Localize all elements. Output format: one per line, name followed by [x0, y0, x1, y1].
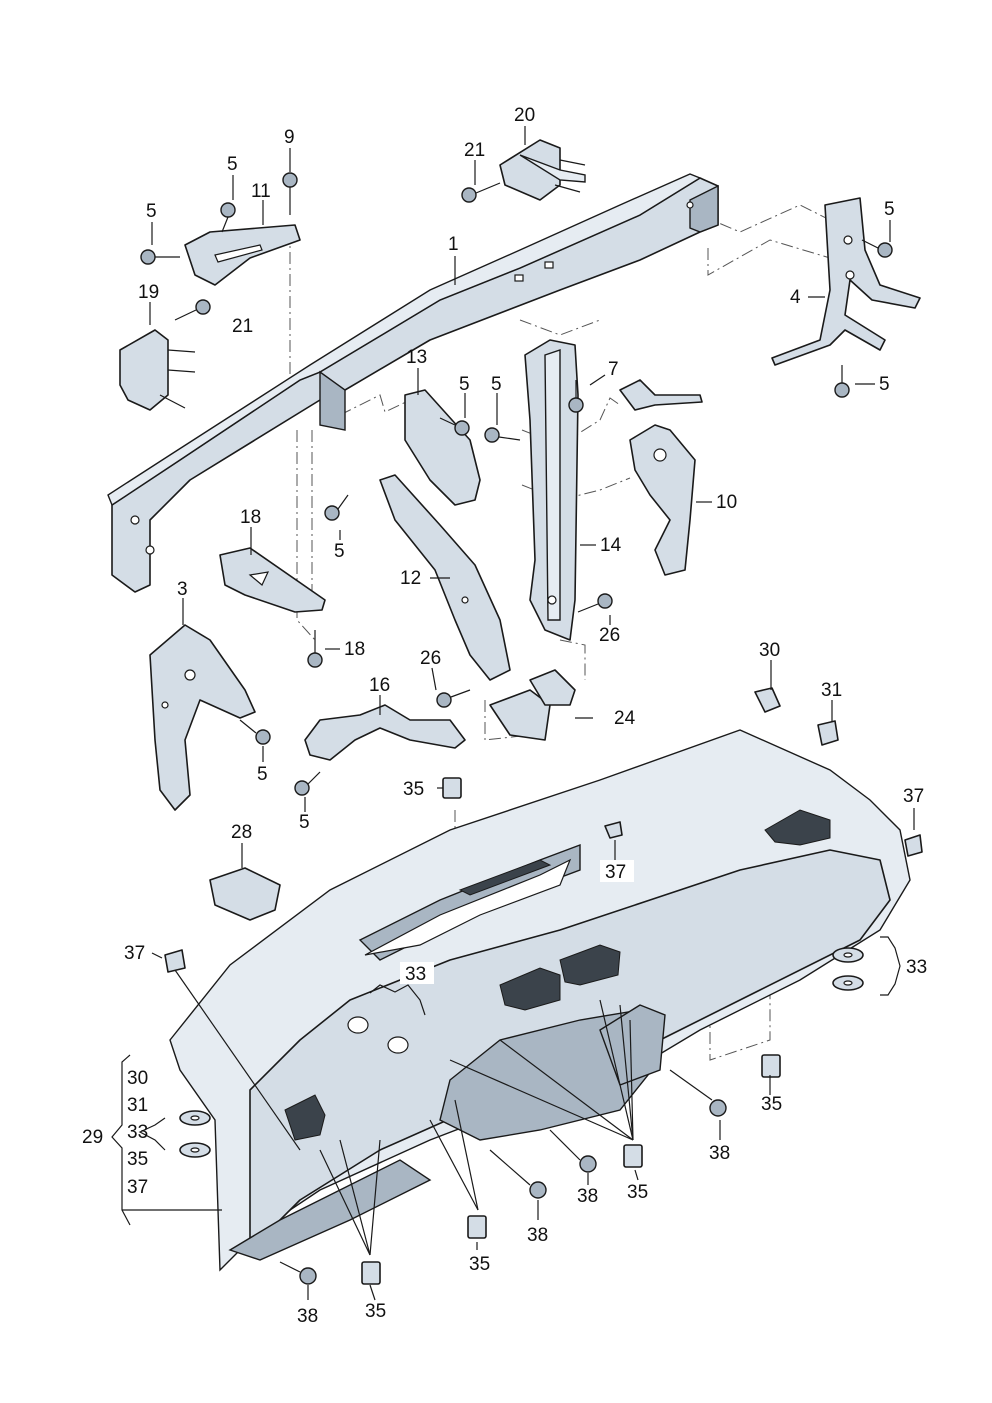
bolt-5-e: [439, 417, 470, 436]
callout-4: 4: [790, 287, 801, 308]
callout-9: 9: [284, 127, 295, 148]
clip-glyphs: [164, 777, 923, 1285]
part-24-bracket: [489, 669, 576, 741]
group29-item-35: 35: [127, 1149, 148, 1170]
callout-1: 1: [448, 234, 459, 255]
bolt-5-a: [140, 249, 180, 265]
part-11-bracket: [184, 224, 301, 286]
group29-item-37: 37: [127, 1177, 148, 1198]
bolt-5-f: [484, 427, 521, 443]
callout-10: 10: [716, 492, 737, 513]
callout-35-e: 35: [365, 1301, 386, 1322]
screw-38-b: [579, 1155, 597, 1173]
callout-11: 11: [251, 181, 271, 202]
screw-38-a: [709, 1099, 727, 1117]
bolt-26-b: [436, 689, 471, 708]
callout-29: 29: [82, 1127, 103, 1148]
callout-31: 31: [821, 680, 842, 701]
callout-26-b: 26: [420, 648, 441, 669]
callout-5-e: 5: [459, 374, 470, 395]
callout-24: 24: [614, 708, 636, 729]
callout-5-c: 5: [884, 199, 895, 220]
callout-19: 19: [138, 282, 159, 303]
callout-28: 28: [231, 822, 252, 843]
bolt-glyphs: [140, 172, 893, 1285]
part-7-bracket: [619, 379, 703, 411]
screw-38-c: [529, 1181, 547, 1199]
bolt-26-a: [577, 593, 613, 613]
part-14-support: [524, 339, 579, 641]
callout-35-a: 35: [403, 779, 424, 800]
part-13-bracket: [404, 389, 481, 506]
part-16-bracket: [304, 704, 466, 761]
callout-26-a: 26: [599, 625, 620, 646]
bolt-21-a: [174, 299, 211, 321]
callout-5-f: 5: [491, 374, 502, 395]
bolt-21-b: [461, 182, 501, 203]
callout-35-b: 35: [761, 1094, 782, 1115]
part-28-bracket: [209, 867, 281, 921]
callout-37-c: 37: [124, 943, 145, 964]
bolt-5-d: [834, 365, 850, 398]
part-19-bracket: [119, 329, 196, 411]
callout-35-d: 35: [469, 1254, 490, 1275]
callout-14: 14: [600, 535, 622, 556]
bolt-5-h: [239, 719, 271, 745]
callout-21-a: 21: [232, 316, 253, 337]
bolt-18: [307, 630, 323, 668]
callout-38-b: 38: [577, 1186, 598, 1207]
bolt-7: [568, 380, 584, 413]
callout-5-i: 5: [299, 812, 310, 833]
callout-7: 7: [608, 359, 619, 380]
part-10-bracket: [629, 424, 696, 576]
callout-12: 12: [400, 568, 421, 589]
part-30-31-clips: [754, 687, 839, 746]
bolt-5-g: [324, 494, 349, 521]
bolt-5-c: [861, 239, 893, 258]
washer-glyphs: [179, 947, 864, 1158]
callout-5-h: 5: [257, 764, 268, 785]
callout-5-a: 5: [227, 154, 238, 175]
part-1-cross-member: [107, 173, 719, 593]
callout-21-b: 21: [464, 140, 485, 161]
part-18-bracket: [219, 547, 326, 613]
callout-18-b: 18: [344, 639, 365, 660]
group29-item-30: 30: [127, 1068, 148, 1089]
callout-5-d: 5: [879, 374, 890, 395]
bolt-5-i: [294, 771, 321, 796]
callout-5-b: 5: [146, 201, 157, 222]
screw-38-d: [299, 1267, 317, 1285]
callout-5-g: 5: [334, 541, 345, 562]
callout-33-a: 33: [405, 964, 426, 985]
group29-item-33: 33: [127, 1122, 148, 1143]
callout-33-b: 33: [906, 957, 927, 978]
leader-lines: [111, 126, 915, 1301]
callout-18-a: 18: [240, 507, 261, 528]
callout-30: 30: [759, 640, 780, 661]
callout-13: 13: [406, 347, 427, 368]
callout-labels: 1 9 5 11 5 19 21 20 21 5 4 5 7 13 5 5 10…: [82, 105, 927, 1327]
callout-35-c: 35: [627, 1182, 648, 1203]
dashboard-panel: [169, 729, 911, 1272]
callout-37-b: 37: [605, 862, 626, 883]
part-4-bracket: [771, 197, 921, 366]
bolt-9: [282, 172, 298, 215]
callout-3: 3: [177, 579, 188, 600]
callout-20: 20: [514, 105, 535, 126]
callout-38-d: 38: [297, 1306, 318, 1327]
callout-16: 16: [369, 675, 390, 696]
callout-38-a: 38: [709, 1143, 730, 1164]
group29-item-31: 31: [127, 1095, 148, 1116]
part-20-bracket: [499, 139, 586, 201]
callout-38-c: 38: [527, 1225, 548, 1246]
callout-37-a: 37: [903, 786, 924, 807]
bolt-5-b: [220, 202, 236, 233]
part-3-bracket: [149, 624, 256, 811]
